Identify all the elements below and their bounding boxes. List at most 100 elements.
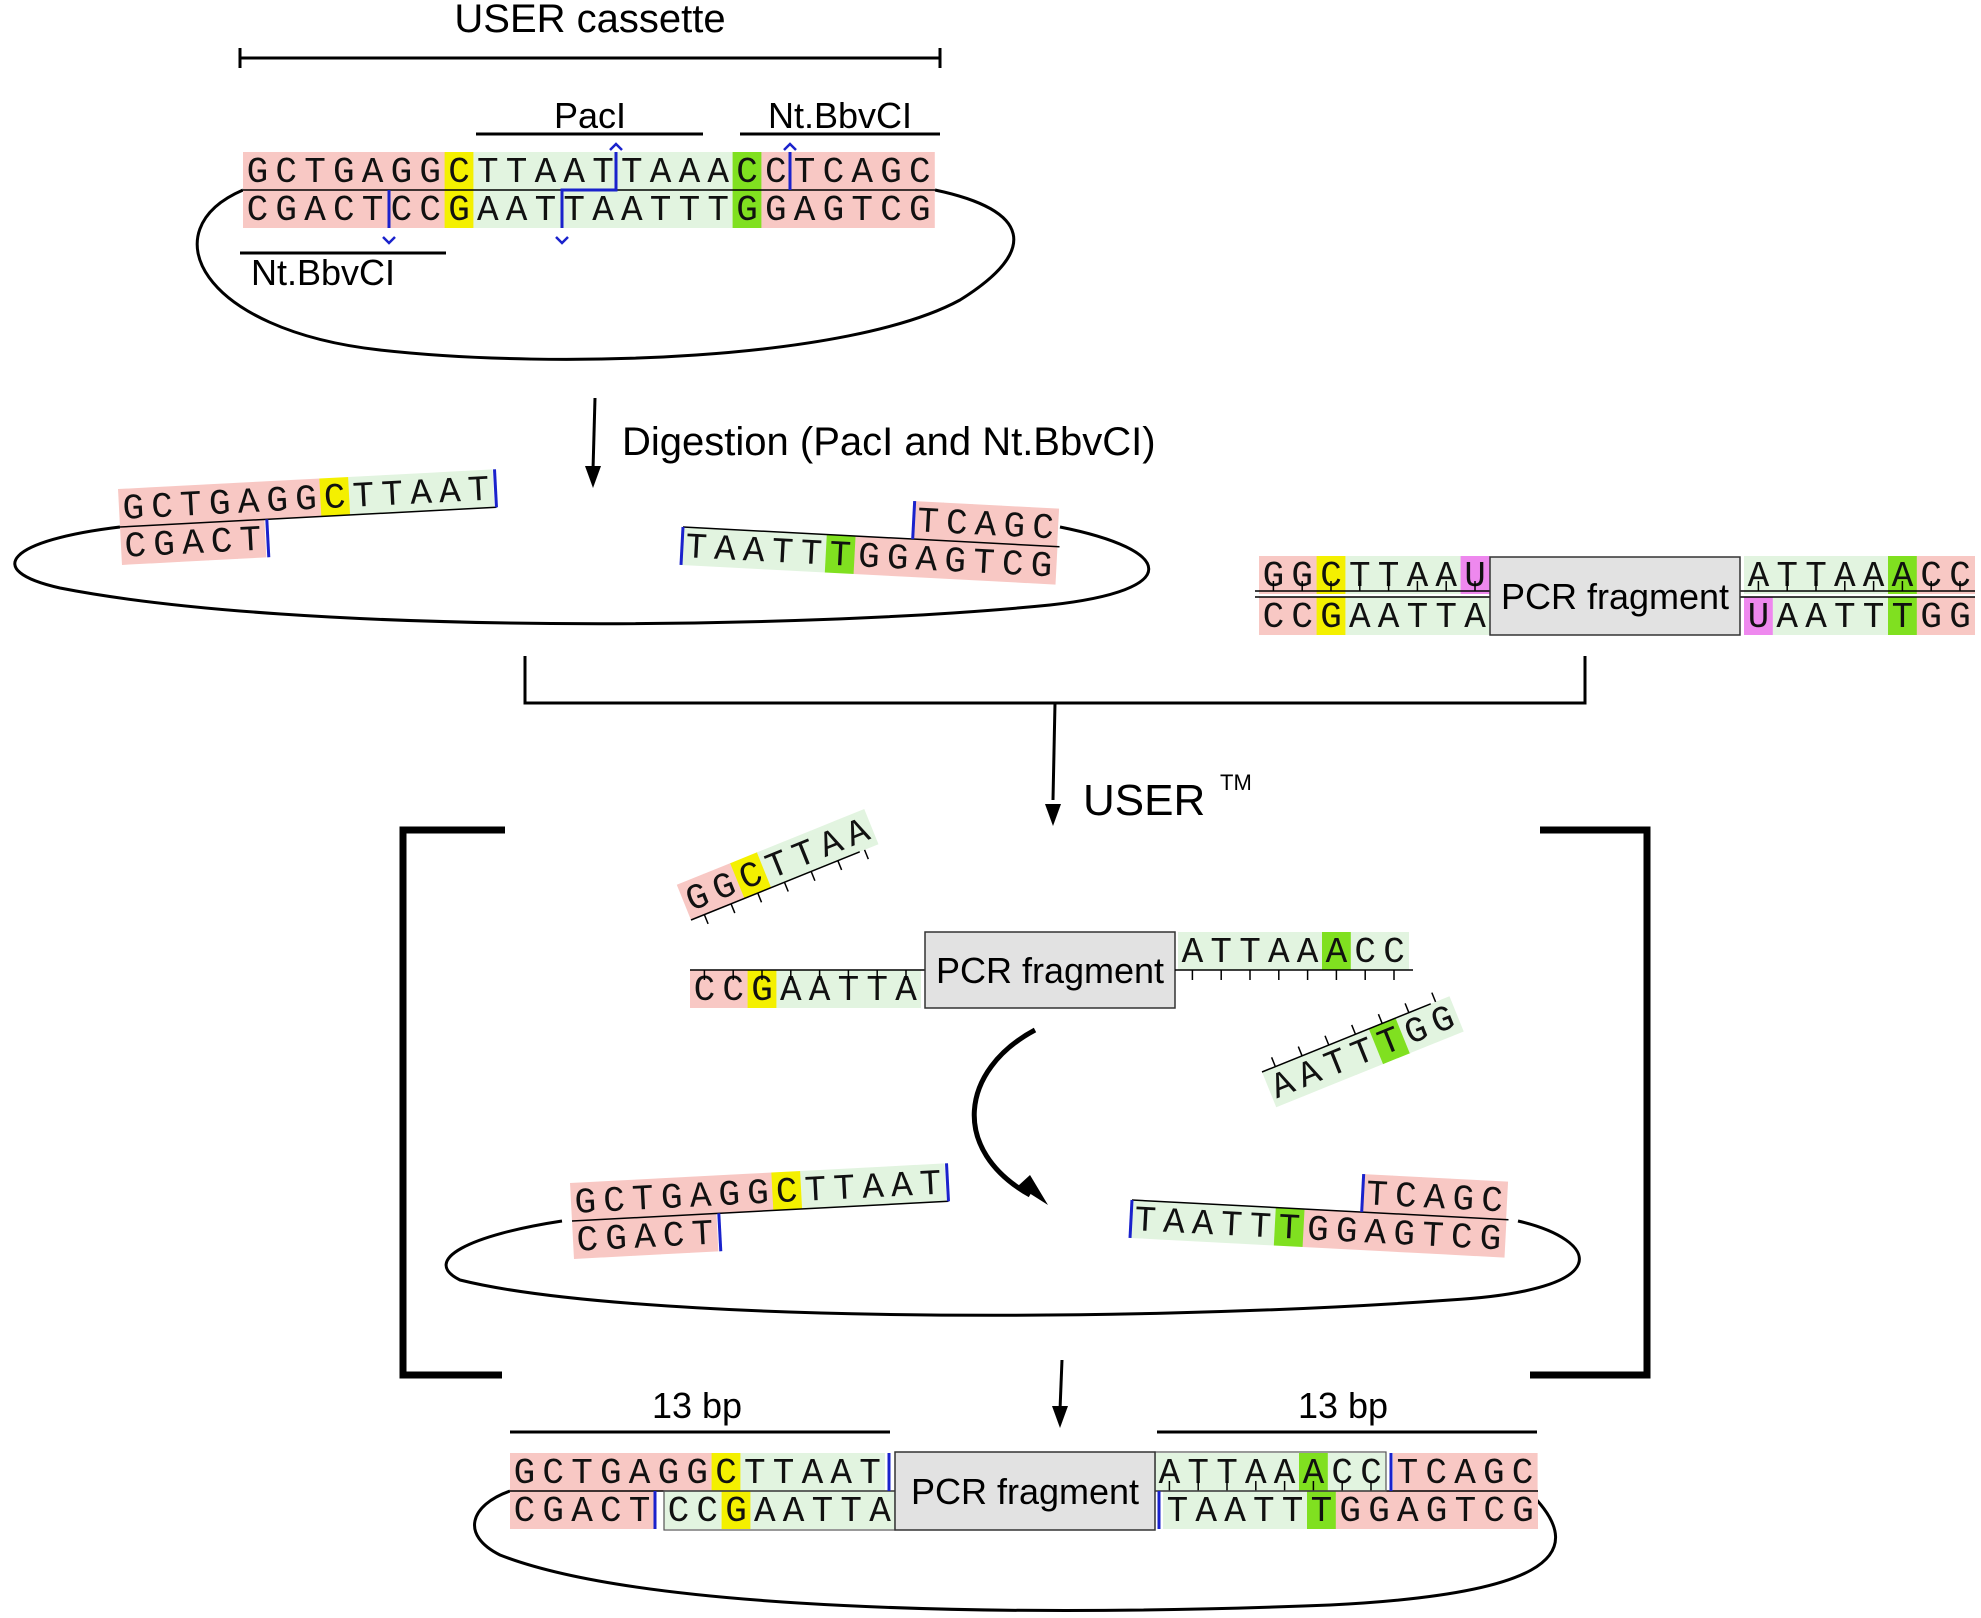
curved-arrow-head	[1018, 1175, 1048, 1205]
base-cell	[1178, 932, 1208, 970]
base-letter: G	[1335, 1211, 1359, 1253]
base-letter: A	[1805, 597, 1827, 638]
base-letter: A	[861, 1167, 885, 1209]
base-letter: G	[751, 970, 773, 1011]
base-letter: G	[725, 1491, 747, 1532]
base-cell	[915, 1163, 947, 1203]
base-cell	[387, 152, 417, 190]
base-letter: G	[1483, 1453, 1505, 1494]
base-letter: A	[571, 1491, 593, 1532]
base-letter: T	[679, 190, 701, 231]
base-cell	[681, 527, 713, 567]
base-letter: A	[362, 152, 384, 193]
base-letter: G	[1291, 556, 1313, 597]
base-letter: T	[239, 520, 263, 562]
base-letter: A	[506, 190, 528, 231]
base-cell	[732, 152, 762, 190]
base-cell	[473, 152, 503, 190]
base-cell	[1393, 1453, 1423, 1491]
base-letter: A	[1303, 1453, 1325, 1494]
base-cell	[1460, 597, 1490, 635]
base-letter: C	[333, 190, 355, 231]
base-letter: G	[686, 1453, 708, 1494]
base-letter: T	[1187, 1453, 1209, 1494]
base-cell	[415, 190, 446, 228]
base-cell	[664, 1491, 694, 1529]
base-letter: T	[467, 470, 491, 512]
base-letter: C	[210, 521, 234, 563]
base-letter: A	[1297, 932, 1319, 973]
base-pair-tick	[1324, 1035, 1330, 1046]
base-cell	[1278, 1491, 1308, 1529]
base-letter: T	[1834, 597, 1856, 638]
base-letter: A	[1435, 556, 1457, 597]
base-cell	[1479, 1491, 1510, 1529]
base-cell	[685, 1175, 717, 1215]
base-letter: G	[1920, 597, 1942, 638]
base-cell	[1259, 597, 1289, 635]
base-cell	[730, 852, 772, 899]
base-cell	[1447, 1178, 1480, 1219]
base-letter: T	[1365, 1174, 1389, 1216]
base-cell	[1322, 932, 1352, 970]
base-cell	[271, 152, 302, 190]
base-letter: G	[265, 480, 289, 522]
base-letter: U	[1748, 597, 1770, 638]
base-letter: A	[1268, 932, 1290, 973]
base-letter: C	[1354, 932, 1376, 973]
base-letter: T	[1220, 1205, 1244, 1247]
base-letter: T	[1435, 597, 1457, 638]
base-cell	[617, 152, 647, 190]
pcr-fragment-label: PCR fragment	[1501, 576, 1729, 617]
base-letter: C	[668, 1491, 690, 1532]
base-cell	[656, 1176, 688, 1217]
cassette-bracket	[238, 48, 942, 68]
base-letter: T	[832, 1168, 856, 1210]
base-letter: C	[1394, 1176, 1418, 1218]
base-letter: A	[1162, 1202, 1186, 1244]
base-cell	[538, 1453, 569, 1491]
base-letter: T	[684, 527, 708, 569]
base-letter: G	[765, 190, 787, 231]
base-pair-tick	[730, 903, 736, 914]
base-letter: C	[662, 1215, 686, 1257]
base-cell	[588, 152, 618, 190]
cassette-plasmid-backbone	[195, 188, 1016, 361]
base-letter: C	[694, 970, 716, 1011]
base-letter: T	[773, 1453, 795, 1494]
base-letter: A	[780, 970, 802, 1011]
base-letter: A	[713, 529, 737, 571]
base-cell	[905, 190, 935, 228]
base-letter: G	[1451, 1179, 1475, 1221]
base-letter: A	[707, 152, 729, 193]
base-cell	[771, 1170, 803, 1211]
base-cell	[1508, 1453, 1538, 1491]
base-cell	[853, 536, 885, 576]
base-letter: C	[542, 1453, 564, 1494]
base-letter: C	[736, 152, 758, 193]
base-letter: C	[1949, 556, 1971, 597]
base-cell	[358, 152, 388, 190]
base-letter: A	[1159, 1453, 1181, 1494]
base-letter: A	[754, 1491, 776, 1532]
nt-bbvci-top-label: Nt.BbvCI	[768, 95, 912, 136]
base-cell	[1364, 1491, 1394, 1529]
user-pcr-left-ticks	[703, 970, 907, 980]
pcr-ticks-right	[1757, 581, 1961, 591]
base-letter: T	[477, 152, 499, 193]
base-letter: T	[380, 474, 404, 516]
base-letter: G	[1368, 1491, 1390, 1532]
base-letter: T	[1210, 932, 1232, 973]
base-cell	[1345, 597, 1375, 635]
base-letter: C	[1331, 1453, 1353, 1494]
